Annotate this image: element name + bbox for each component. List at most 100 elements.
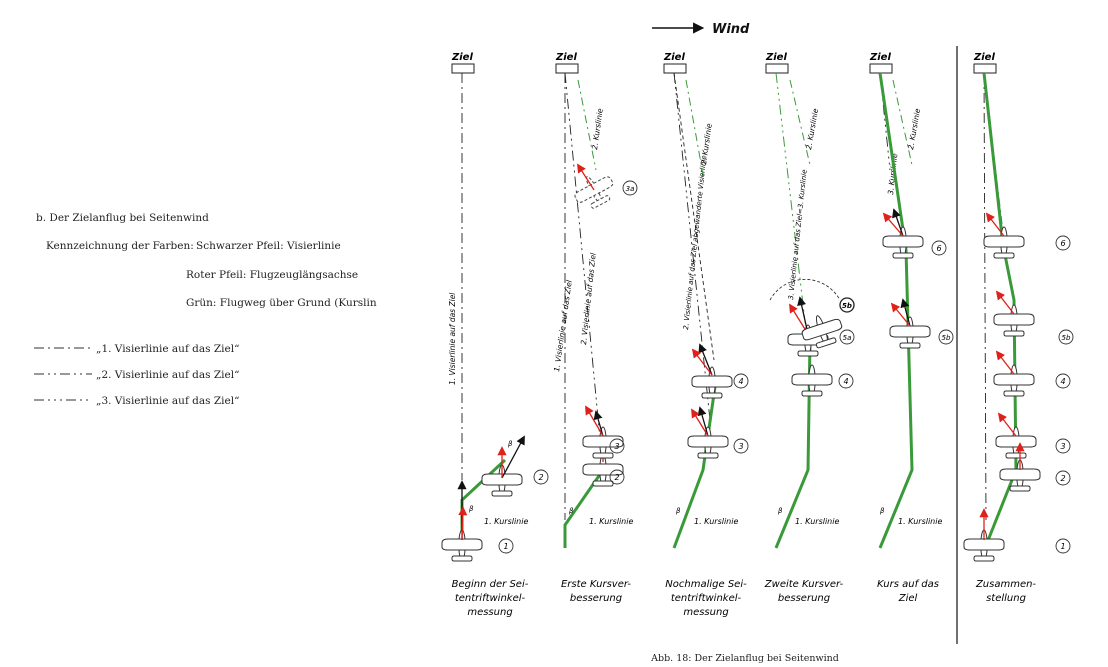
panel-5: Ziel 3. Kurslinie 2. Kurslinie β 1. Kurs… [869, 52, 954, 604]
wind-label: Wind [712, 22, 750, 37]
target-label: Ziel [869, 52, 891, 63]
position-number: 6 [936, 244, 941, 253]
position-number: 6 [1060, 239, 1065, 248]
aircraft-4 [791, 364, 833, 397]
beta-label: β [778, 507, 783, 515]
position-number: 3 [1060, 442, 1065, 451]
position-number: 1 [503, 542, 508, 551]
legend-black-arrow: Schwarzer Pfeil: Visierlinie [196, 240, 341, 252]
vis3-label: 3. Visierlinie auf das Ziel=3. Kurslinie [787, 169, 809, 300]
position-number: 2 [614, 473, 619, 482]
panel-title-line: Ziel [898, 593, 918, 604]
kurs1-label: 1. Kurslinie [898, 517, 942, 526]
aircraft-4 [691, 366, 733, 399]
kurs2-label: 2. Kurslinie [804, 107, 820, 150]
panel-6: Ziel 6 5b 4 3 2 1 Zusammen- stellung [963, 52, 1074, 604]
panel-title-line: Nochmalige Sei- [665, 579, 747, 590]
vis1-label: 1. Visierlinie auf das Ziel [448, 292, 457, 385]
legend-line2: „2. Visierlinie auf das Ziel“ [96, 369, 240, 381]
position-number: 3 [738, 442, 743, 451]
panel-title-line: tentriftwinkel- [455, 593, 526, 604]
target-label: Ziel [973, 52, 995, 63]
legend-red-arrow: Roter Pfeil: Flugzeuglängsachse [186, 269, 359, 281]
course-line-2 [577, 79, 597, 171]
legend-heading: b. Der Zielanflug bei Seitenwind [36, 212, 209, 224]
panel-title-line: tentriftwinkel- [671, 593, 742, 604]
kurs1-label: 1. Kurslinie [694, 517, 738, 526]
panel-1: Ziel 1. Visierlinie auf das Ziel β β 1. … [441, 52, 549, 618]
position-number: 4 [738, 377, 743, 386]
figure-caption: Abb. 18: Der Zielanflug bei Seitenwind [650, 653, 839, 664]
beta-label: β [469, 505, 474, 513]
kurs1-label: 1. Kurslinie [589, 517, 633, 526]
position-number: 5a [843, 334, 852, 342]
sight-line-3 [775, 72, 807, 331]
legend-line3: „3. Visierlinie auf das Ziel“ [96, 395, 240, 407]
panel-title-line: Beginn der Sei- [452, 579, 529, 590]
aircraft-6 [882, 226, 924, 259]
panel-2: Ziel 1. Visierlinie auf das Ziel 2. Visi… [552, 52, 638, 604]
aircraft-3 [995, 426, 1037, 459]
kurs1-label: 1. Kurslinie [795, 517, 839, 526]
panel-title-line: messung [683, 607, 728, 618]
ground-track [460, 458, 507, 545]
position-number: 3 [614, 442, 619, 451]
panel-title-line: Zusammen- [975, 579, 1036, 590]
position-number: 1 [1060, 542, 1065, 551]
aircraft-6 [983, 226, 1025, 259]
target-label: Ziel [555, 52, 577, 63]
panel-title-line: besserung [778, 593, 830, 604]
legend: b. Der Zielanflug bei Seitenwind Kennzei… [0, 0, 420, 667]
panel-4: Ziel 3. Visierlinie auf das Ziel=3. Kurs… [764, 52, 855, 604]
kurs1-label: 1. Kurslinie [484, 517, 528, 526]
aircraft-4 [993, 364, 1035, 397]
target-label: Ziel [663, 52, 685, 63]
target-box [451, 63, 475, 74]
kurs2-label: 2. Kurslinie [906, 107, 922, 150]
sight-arrow [501, 435, 525, 479]
vis1-label: 1. Visierlinie auf das Ziel [552, 279, 574, 373]
panel-title-line: Zweite Kursver- [764, 579, 844, 590]
target-label: Ziel [765, 52, 787, 63]
position-number: 5b [942, 334, 951, 342]
ground-track [982, 72, 1018, 549]
legend-green: Grün: Flugweg über Grund (Kurslin [186, 297, 377, 309]
panel-3: Ziel 2. Visierlinie auf das Ziel abgewan… [663, 52, 749, 618]
position-number: 2 [538, 473, 543, 482]
panel-title-line: stellung [986, 593, 1026, 604]
panel-title-line: messung [467, 607, 512, 618]
aircraft-3a-ghost [568, 166, 620, 215]
panel-title-line: besserung [570, 593, 622, 604]
beta-label: β [508, 440, 513, 448]
ground-track [563, 469, 605, 548]
legend-line1: „1. Visierlinie auf das Ziel“ [96, 343, 240, 355]
ground-track [878, 72, 914, 549]
position-number: 5b [1062, 334, 1071, 342]
aircraft-5b [993, 304, 1035, 337]
position-number: 3a [626, 185, 635, 193]
panel-title-line: Erste Kursver- [561, 579, 631, 590]
target-label: Ziel [451, 52, 473, 63]
sight-line-2 [564, 72, 604, 471]
axis-arrow [458, 506, 468, 541]
beta-label: β [880, 507, 885, 515]
kurs2-label: 2. Kurslinie [699, 122, 714, 165]
moved-sight-line [673, 72, 715, 361]
beta-label: β [569, 507, 574, 515]
position-number: 2 [1060, 474, 1065, 483]
legend-colors-label: Kennzeichnung der Farben: [46, 240, 194, 252]
aircraft-5b [889, 316, 931, 349]
vis2-moved-label: 2. Visierlinie auf das Ziel abgewanderte… [682, 155, 708, 330]
ground-track [672, 379, 718, 549]
position-number: 5b [842, 302, 852, 310]
panel-title-line: Kurs auf das [877, 579, 939, 590]
legend-line-samples [34, 347, 92, 401]
kurs2-label: 2. Kurslinie [590, 107, 605, 150]
beta-label: β [676, 507, 681, 515]
position-number: 4 [1060, 377, 1065, 386]
vis2-label: 2. Visierlinie auf das Ziel [579, 251, 598, 345]
sight-line-2 [673, 72, 711, 421]
aircraft-3 [687, 426, 729, 459]
position-number: 4 [843, 377, 848, 386]
